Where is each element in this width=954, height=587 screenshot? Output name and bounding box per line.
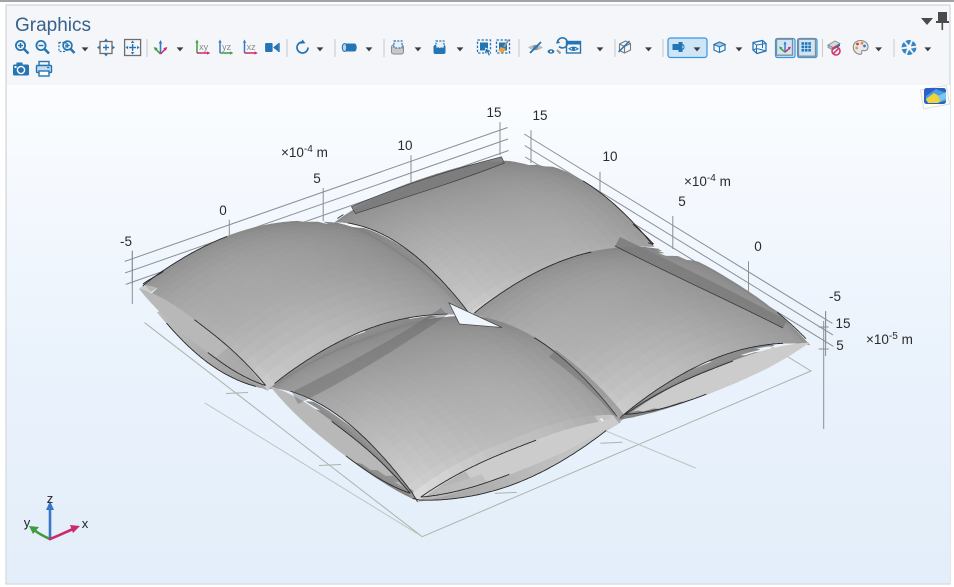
svg-text:-5: -5 xyxy=(120,234,132,249)
svg-text:5: 5 xyxy=(678,194,686,209)
svg-text:Graphics: Graphics xyxy=(15,15,91,36)
svg-text:5: 5 xyxy=(836,338,844,353)
svg-text:×10-4 m: ×10-4 m xyxy=(281,144,328,160)
svg-text:5: 5 xyxy=(313,171,321,186)
svg-text:15: 15 xyxy=(486,105,501,120)
svg-text:10: 10 xyxy=(602,149,617,164)
svg-text:0: 0 xyxy=(219,203,227,218)
svg-text:×10-5 m: ×10-5 m xyxy=(866,331,913,347)
svg-text:yz: yz xyxy=(222,42,232,52)
svg-text:-5: -5 xyxy=(829,289,841,304)
svg-text:z: z xyxy=(47,491,54,506)
svg-text:×10-4 m: ×10-4 m xyxy=(684,173,731,189)
svg-text:x: x xyxy=(82,516,89,531)
svg-text:10: 10 xyxy=(397,138,412,153)
svg-text:15: 15 xyxy=(532,108,547,123)
svg-text:xy: xy xyxy=(199,42,209,52)
svg-text:y: y xyxy=(24,515,31,530)
svg-text:15: 15 xyxy=(835,316,850,331)
svg-text:0: 0 xyxy=(754,239,762,254)
svg-text:xz: xz xyxy=(247,42,257,52)
